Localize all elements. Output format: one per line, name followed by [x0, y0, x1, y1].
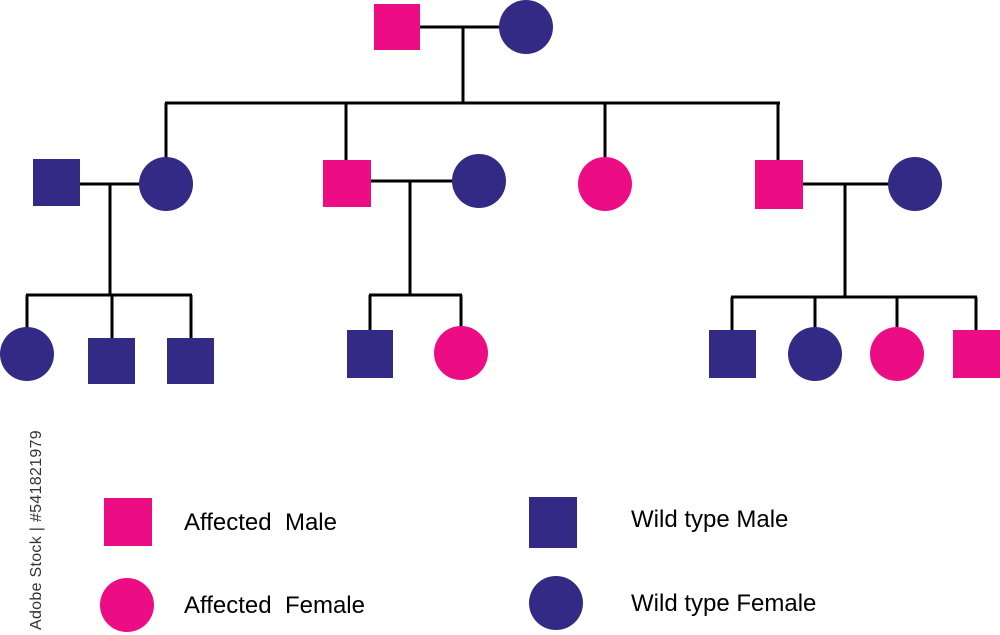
- affected-male-symbol: [374, 4, 420, 50]
- wild-type-male-symbol: [33, 159, 80, 206]
- wild-type-female-symbol: [788, 327, 842, 381]
- stock-watermark: Adobe Stock | #541821979: [6, 400, 45, 630]
- legend-wild-type-male-swatch: [529, 497, 577, 548]
- legend-wild-type-female-label: Wild type Female: [631, 590, 816, 617]
- stock-id-text: Adobe Stock | #541821979: [28, 430, 45, 630]
- legend-affected-female-swatch: [100, 578, 154, 632]
- affected-female-symbol: [434, 326, 488, 380]
- wild-type-male-symbol: [167, 338, 214, 384]
- affected-female-symbol: [578, 157, 632, 211]
- legend: Affected Male Wild type Male Affected Fe…: [100, 497, 816, 632]
- legend-wild-type-female-swatch: [529, 576, 583, 630]
- wild-type-male-symbol: [88, 338, 135, 384]
- wild-type-male-symbol: [709, 330, 756, 378]
- legend-affected-male-swatch: [104, 498, 152, 546]
- pedigree-lines: [25, 25, 978, 338]
- wild-type-male-symbol: [347, 330, 393, 378]
- affected-female-symbol: [870, 327, 924, 381]
- wild-type-female-symbol: [452, 154, 506, 208]
- affected-male-symbol: [755, 160, 803, 209]
- legend-wild-type-male-label: Wild type Male: [631, 506, 788, 533]
- wild-type-female-symbol: [139, 157, 193, 211]
- affected-male-symbol: [323, 160, 371, 207]
- wild-type-female-symbol: [0, 327, 54, 381]
- legend-affected-female-label: Affected Female: [184, 592, 365, 619]
- wild-type-female-symbol: [888, 157, 942, 211]
- wild-type-female-symbol: [499, 0, 553, 54]
- legend-affected-male-label: Affected Male: [184, 509, 337, 536]
- affected-male-symbol: [953, 330, 1000, 378]
